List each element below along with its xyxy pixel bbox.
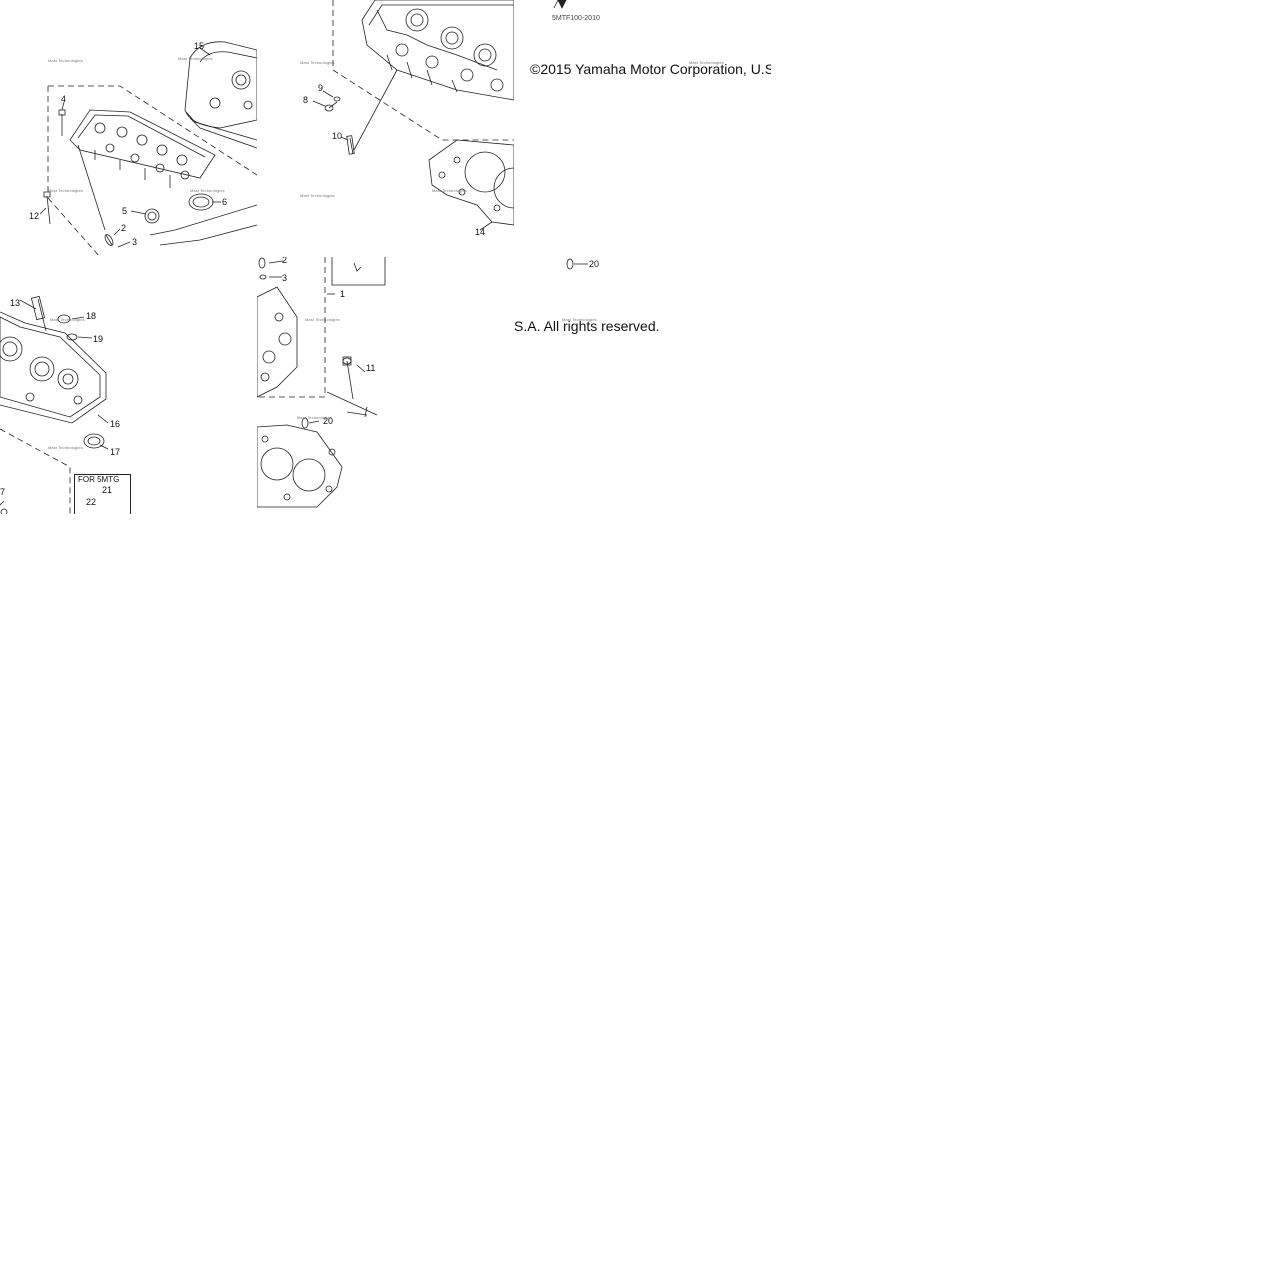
callout-2-upper: 2 (121, 223, 127, 233)
dowel-pin-illustration (566, 258, 588, 270)
watermark: Mast Technologies (48, 188, 83, 193)
variant-note-label: FOR 5MTG (78, 475, 120, 484)
diagram-tile-title-block: 5MTF100-2010 ©2015 Yamaha Motor Corporat… (514, 0, 771, 257)
watermark: Mast Technologies (297, 415, 332, 420)
head-cover-lower-illustration (0, 295, 111, 514)
callout-6: 6 (222, 197, 228, 207)
callout-12: 12 (29, 211, 40, 221)
watermark: Mast Technologies (300, 60, 335, 65)
watermark: Mast Technologies (300, 193, 335, 198)
cylinder-head-cover-illustration (39, 41, 257, 257)
watermark: Mast Technologies (48, 445, 83, 450)
callout-11: 11 (366, 363, 376, 373)
watermark: Mast Technologies (562, 317, 597, 322)
callout-8: 8 (303, 95, 309, 105)
diagram-tile-cylinder-head: 9 8 10 14 Mast Technologies Mast Technol… (257, 0, 514, 257)
copyright-notice-start: ©2015 Yamaha Motor Corporation, U.S (530, 61, 771, 77)
variant-note-box (74, 474, 131, 514)
callout-15: 15 (194, 41, 205, 51)
copyright-notice-end: S.A. All rights reserved. (514, 318, 660, 334)
watermark: Mast Technologies (432, 188, 467, 193)
callout-7: 7 (0, 487, 6, 497)
callout-1: 1 (340, 289, 346, 299)
diagram-tile-head-cover-lower: 13 18 19 16 17 7 FOR 5MTG 21 22 Mast Tec… (0, 257, 257, 514)
watermark: Mast Technologies (48, 58, 83, 63)
diagram-tile-cylinder-head-cover: 15 4 12 5 6 2 3 Mast Technologies Mast T… (0, 0, 257, 257)
watermark: Mast Technologies (305, 317, 340, 322)
callout-2-lower: 2 (282, 257, 288, 265)
callout-4: 4 (61, 94, 67, 104)
watermark: Mast Technologies (689, 60, 724, 65)
callout-3-lower: 3 (282, 273, 288, 283)
cylinder-head-illustration (312, 0, 514, 231)
callout-10: 10 (332, 131, 343, 141)
callout-13: 13 (10, 298, 21, 308)
callout-3-upper: 3 (132, 237, 138, 247)
watermark: Mast Technologies (178, 56, 213, 61)
diagram-part-code: 5MTF100-2010 (552, 15, 600, 22)
watermark: Mast Technologies (190, 188, 225, 193)
callout-21: 21 (102, 485, 113, 495)
watermark: Mast Technologies (50, 317, 85, 322)
head-lower-illustration (257, 257, 386, 508)
diagram-tile-head-lower: 2 3 1 11 20 Mast Technologies Mast Techn… (257, 257, 514, 514)
callout-22: 22 (86, 497, 97, 507)
callout-9: 9 (318, 83, 324, 93)
callout-5: 5 (122, 206, 128, 216)
callout-14: 14 (475, 227, 486, 237)
callout-16: 16 (110, 419, 121, 429)
callout-20-lower: 20 (323, 416, 334, 426)
title-block-illustration (553, 0, 567, 9)
callout-18: 18 (86, 311, 97, 321)
callout-19: 19 (93, 334, 104, 344)
callout-17: 17 (110, 447, 121, 457)
callout-20-upper: 20 (589, 259, 600, 269)
diagram-tile-copyright-end: 20 S.A. All rights reserved. Mast Techno… (514, 257, 771, 514)
